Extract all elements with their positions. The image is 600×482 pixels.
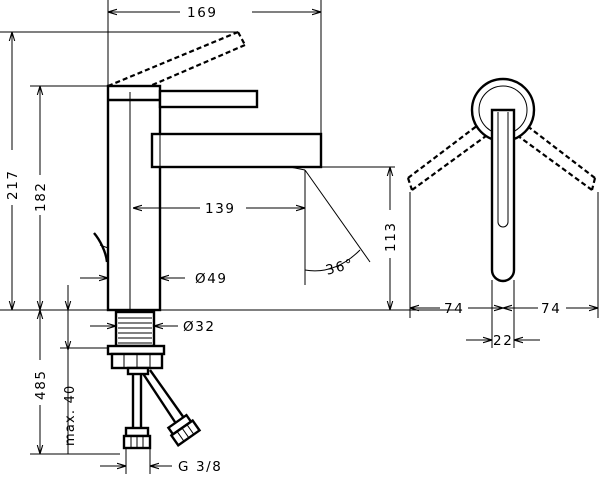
hose-fitting-right — [166, 413, 202, 447]
dim-spout-top-height: 182 — [30, 85, 108, 310]
dim-connection: G 3/8 — [100, 448, 222, 475]
dim-spout-height: 113 — [305, 166, 399, 310]
dim-total-width-label: 169 — [187, 5, 218, 21]
faucet-body — [106, 84, 162, 312]
dim-connection-label: G 3/8 — [178, 459, 222, 475]
dim-spout-angle: 36° — [304, 169, 371, 285]
dim-lever-swing-left-label: 74 — [444, 301, 464, 317]
dim-spout-top-height-label: 182 — [33, 181, 49, 212]
dim-lever-swing: 74 74 — [409, 192, 599, 348]
pop-up-rod — [93, 232, 109, 263]
dim-lever-width: 22 — [466, 333, 540, 349]
dim-shank-diameter-label: Ø32 — [183, 319, 216, 335]
lever-top-slot — [497, 112, 509, 228]
dim-spout-reach-label: 139 — [205, 201, 236, 217]
lever-swing-outline — [406, 121, 597, 191]
side-view: 169 217 182 139 113 — [0, 0, 460, 475]
dim-lever-width-label: 22 — [493, 333, 513, 349]
dim-total-width: 169 — [107, 0, 322, 134]
dim-body-diameter-label: Ø49 — [195, 271, 228, 287]
flexible-hoses — [122, 366, 202, 450]
mounting-nut — [106, 344, 166, 370]
spout — [150, 132, 323, 171]
dim-max-thickness-label: max. 40 — [63, 384, 78, 446]
lever-raised-outline — [107, 30, 246, 88]
dim-shank-diameter: Ø32 — [90, 319, 216, 335]
dim-hose-length-label: 485 — [33, 369, 49, 400]
dim-spout-reach: 139 — [133, 201, 305, 217]
dim-hose-length: 485 — [30, 310, 120, 455]
dim-spout-height-label: 113 — [383, 221, 399, 252]
threaded-shank — [114, 310, 156, 348]
dim-total-height-label: 217 — [5, 169, 21, 200]
hose-fitting-left — [122, 426, 152, 450]
dim-total-height: 217 — [0, 31, 238, 310]
top-view: 74 74 22 — [406, 77, 599, 349]
dim-max-thickness: max. 40 — [60, 310, 108, 454]
dim-lever-swing-right-label: 74 — [541, 301, 561, 317]
lever-handle — [158, 89, 259, 109]
dim-spout-angle-label: 36° — [324, 256, 356, 279]
lever-top — [490, 108, 516, 283]
dim-body-diameter: Ø49 — [80, 271, 228, 287]
